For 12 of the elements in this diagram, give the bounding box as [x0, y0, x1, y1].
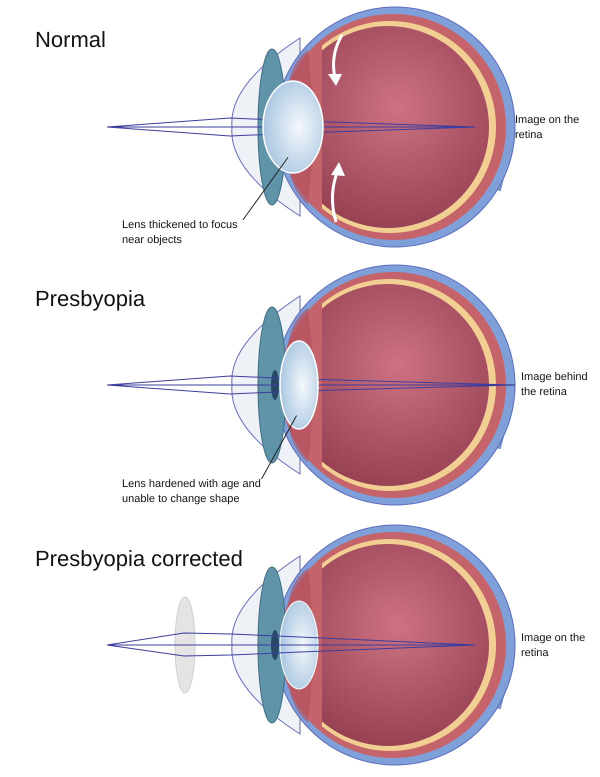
- eye-lens: [279, 340, 319, 430]
- leader-line: [261, 415, 298, 480]
- callout-text: Lens hardened with age and unable to change shape: [122, 477, 272, 507]
- panel-title: Presbyopia: [35, 287, 146, 312]
- leader-line: [242, 156, 289, 220]
- callout-text: Lens thickened to focus near objects: [122, 218, 252, 248]
- image-label: Image on the retina: [515, 113, 580, 143]
- eye-lens: [262, 80, 324, 174]
- image-label: Image behind the retina: [521, 370, 589, 400]
- panel-title: Presbyopia corrected: [35, 547, 243, 572]
- panel-title: Normal: [35, 28, 106, 52]
- image-label: Image on the retina: [521, 631, 586, 661]
